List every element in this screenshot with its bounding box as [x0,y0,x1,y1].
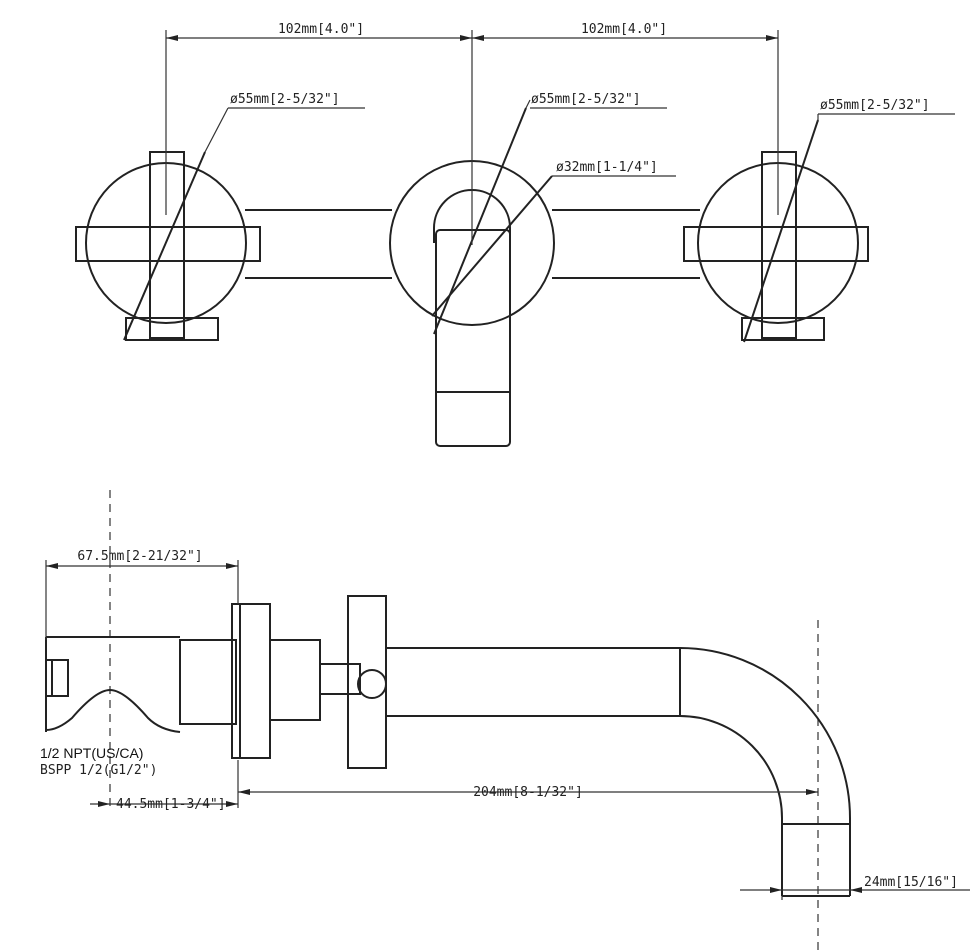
spout-reach-label: 204mm[8-1/32"] [473,785,583,800]
left-handle [75,107,261,341]
left-handle-diameter-label: ø55mm[2-5/32"] [230,92,340,107]
side-view: 67.5mm[2-21/32"] 204mm[8-1/32"] 44.5mm[1… [40,490,970,952]
thread-npt-label: 1/2 NPT(US/CA) [40,745,143,761]
connecting-bar-left [245,209,392,279]
dimension-spacing-right [472,35,778,41]
thread-bspp-label: BSPP 1/2(G1/2") [40,763,157,778]
right-handle [683,119,869,343]
spout-diameter-label: ø32mm[1-1/4"] [556,160,658,175]
front-view: 102mm[4.0"] 102mm[4.0"] ø55mm[2-5/32"] ø… [75,22,955,447]
spout-side [386,647,851,897]
dimension-body-depth [45,560,239,640]
spacing-right-label: 102mm[4.0"] [581,22,667,37]
wall-flange [231,603,361,759]
spout-outlet-label: 24mm[15/16"] [864,875,958,890]
dimension-spout-outlet [740,887,970,900]
valve-body [45,636,237,733]
spacing-left-label: 102mm[4.0"] [278,22,364,37]
dimension-spacing-left [166,35,472,41]
wall-offset-label: 44.5mm[1-3/4"] [116,797,226,812]
dimension-spout-reach [237,760,818,808]
connecting-bar-right [552,209,700,279]
handle-side [347,595,387,769]
body-depth-label: 67.5mm[2-21/32"] [77,549,202,564]
right-handle-diameter-label: ø55mm[2-5/32"] [820,98,930,113]
center-diameter-label: ø55mm[2-5/32"] [531,92,641,107]
dimension-wall-offset [90,801,238,807]
